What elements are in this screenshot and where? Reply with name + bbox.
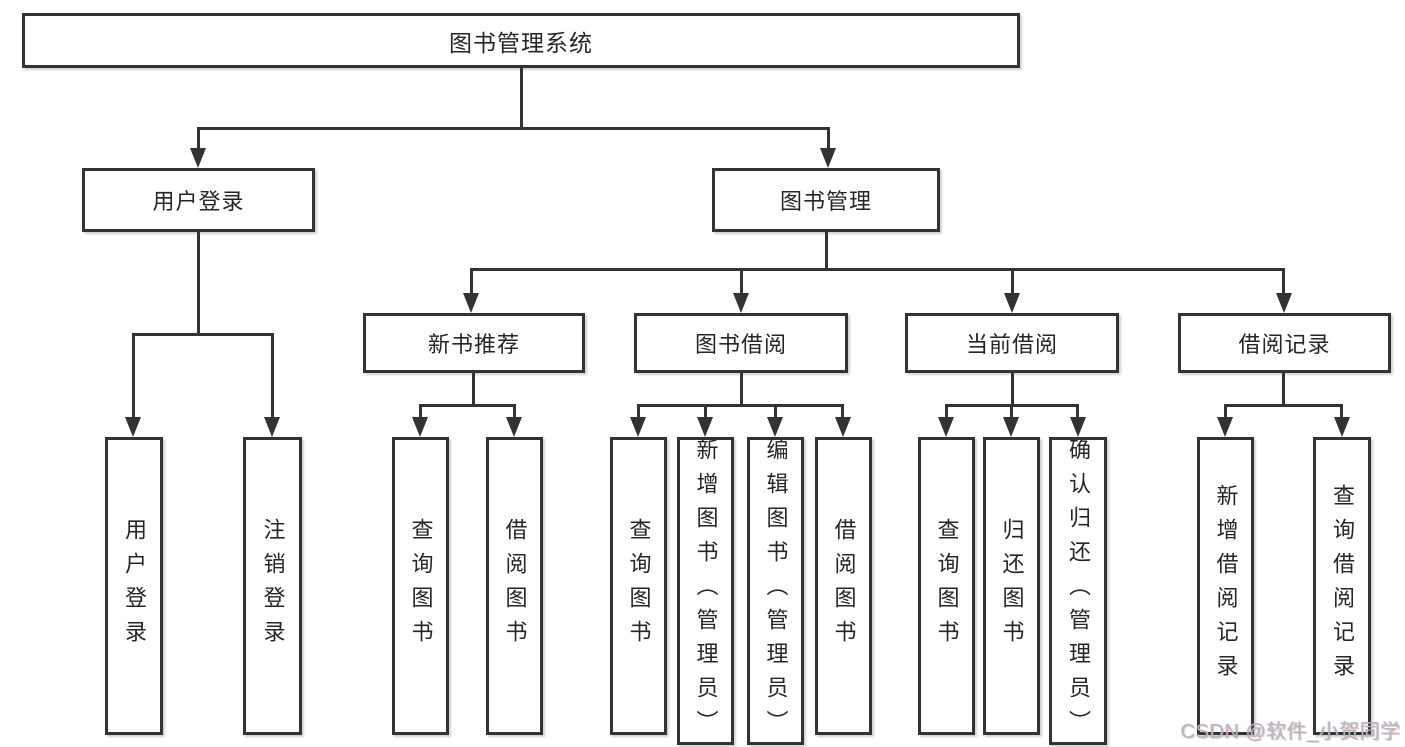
arrow-down-icon [1004, 293, 1020, 313]
leaf-logout-label: 注销登录 [260, 518, 286, 654]
leaf-user-login: 用户登录 [105, 437, 163, 735]
arrow-down-icon [835, 417, 851, 437]
leaf-edit-book-admin-label: 编辑图书（管理员） [763, 438, 789, 744]
arrow-down-icon [767, 417, 783, 437]
node-user-login: 用户登录 [82, 168, 315, 232]
arrow-down-icon [1276, 293, 1292, 313]
leaf-query-book-current-label: 查询图书 [934, 518, 960, 654]
arrow-down-icon [190, 148, 206, 168]
node-book-management: 图书管理 [712, 168, 940, 232]
arrow-down-icon [820, 148, 836, 168]
arrow-down-icon [506, 417, 522, 437]
leaf-query-book-current: 查询图书 [918, 437, 975, 735]
leaf-borrow-book-recommend: 借阅图书 [486, 437, 543, 735]
leaf-borrow-book-borrowing: 借阅图书 [815, 437, 872, 735]
node-current-borrowing-label: 当前借阅 [965, 332, 1058, 357]
node-current-borrowing: 当前借阅 [905, 313, 1119, 373]
node-book-borrowing: 图书借阅 [634, 313, 848, 373]
leaf-query-book-borrowing: 查询图书 [610, 437, 667, 735]
leaf-query-borrow-record-label: 查询借阅记录 [1330, 484, 1355, 688]
leaf-add-book-admin-label: 新增图书（管理员） [693, 438, 719, 744]
arrow-down-icon [412, 417, 428, 437]
leaf-borrow-book-borrowing-label: 借阅图书 [831, 518, 857, 654]
arrow-down-icon [1217, 417, 1233, 437]
arrow-down-icon [630, 417, 646, 437]
leaf-edit-book-admin: 编辑图书（管理员） [747, 437, 804, 745]
node-borrowing-records: 借阅记录 [1178, 313, 1391, 373]
arrow-down-icon [1334, 417, 1350, 437]
leaf-add-borrow-record: 新增借阅记录 [1197, 437, 1254, 735]
leaf-borrow-book-recommend-label: 借阅图书 [502, 518, 528, 654]
leaf-add-borrow-record-label: 新增借阅记录 [1213, 484, 1239, 688]
node-user-login-label: 用户登录 [152, 189, 245, 214]
arrow-down-icon [125, 417, 141, 437]
leaf-query-book-recommend: 查询图书 [392, 437, 449, 735]
arrow-down-icon [733, 293, 749, 313]
leaf-query-book-recommend-label: 查询图书 [408, 518, 434, 654]
node-root: 图书管理系统 [22, 13, 1020, 68]
leaf-return-book-label: 归还图书 [999, 518, 1025, 654]
arrow-down-icon [697, 417, 713, 437]
leaf-add-book-admin: 新增图书（管理员） [677, 437, 734, 745]
leaf-user-login-label: 用户登录 [122, 518, 147, 654]
arrow-down-icon [264, 417, 280, 437]
node-borrowing-records-label: 借阅记录 [1238, 332, 1331, 357]
arrow-down-icon [938, 417, 954, 437]
leaf-return-book: 归还图书 [983, 437, 1040, 735]
leaf-query-borrow-record: 查询借阅记录 [1313, 437, 1371, 735]
node-root-label: 图书管理系统 [449, 29, 593, 56]
node-new-book-recommend: 新书推荐 [363, 313, 585, 373]
node-book-management-label: 图书管理 [779, 189, 872, 214]
leaf-logout: 注销登录 [243, 437, 302, 735]
node-book-borrowing-label: 图书借阅 [694, 332, 787, 357]
csdn-watermark: CSDN @软件_小贺同学 [1180, 721, 1401, 743]
node-new-book-recommend-label: 新书推荐 [427, 332, 520, 357]
arrow-down-icon [1003, 417, 1019, 437]
arrow-down-icon [463, 293, 479, 313]
arrow-down-icon [1070, 417, 1086, 437]
leaf-confirm-return-admin-label: 确认归还（管理员） [1066, 438, 1091, 744]
leaf-query-book-borrowing-label: 查询图书 [626, 518, 652, 654]
leaf-confirm-return-admin: 确认归还（管理员） [1049, 437, 1107, 745]
